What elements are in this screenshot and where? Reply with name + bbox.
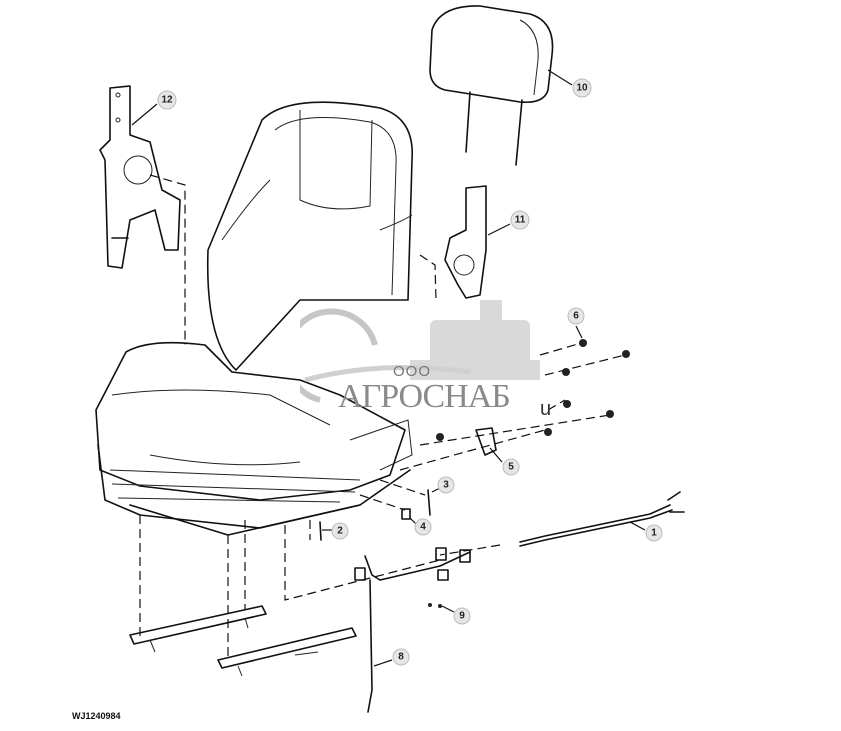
callout-1: 1	[645, 524, 663, 542]
bracket-left	[99, 85, 181, 269]
svg-text:2: 2	[337, 526, 343, 537]
callout-6: 6	[567, 307, 585, 325]
callout-5: 5	[502, 458, 520, 476]
bracket-right	[444, 185, 487, 299]
callout-8: 8	[392, 648, 410, 666]
svg-text:6: 6	[573, 311, 579, 322]
callout-12: 12	[157, 90, 177, 110]
seat-rails	[129, 605, 357, 677]
watermark-name: АГРОСНАБ	[338, 378, 511, 415]
callout-3: 3	[437, 476, 455, 494]
wiring-harness-8	[354, 547, 471, 713]
svg-text:5: 5	[508, 462, 514, 473]
watermark-prefix: ООО	[393, 363, 432, 380]
wiring-harness-1	[519, 491, 685, 547]
callout-11: 11	[510, 210, 530, 230]
callout-10: 10	[572, 78, 592, 98]
watermark-logo	[300, 300, 540, 403]
callout-2: 2	[331, 522, 349, 540]
headrest	[429, 5, 554, 166]
svg-text:12: 12	[161, 95, 173, 106]
svg-text:4: 4	[420, 522, 426, 533]
svg-text:8: 8	[398, 652, 404, 663]
seat-back	[206, 101, 413, 371]
svg-text:11: 11	[515, 215, 526, 226]
svg-text:3: 3	[443, 480, 449, 491]
hardware	[319, 339, 630, 608]
figure-id: WJ1240984	[72, 711, 121, 721]
svg-text:10: 10	[576, 83, 588, 94]
stray-text: u	[540, 398, 552, 420]
callout-9: 9	[453, 607, 471, 625]
svg-text:1: 1	[651, 528, 657, 539]
svg-text:9: 9	[459, 611, 465, 622]
callout-4: 4	[414, 518, 432, 536]
